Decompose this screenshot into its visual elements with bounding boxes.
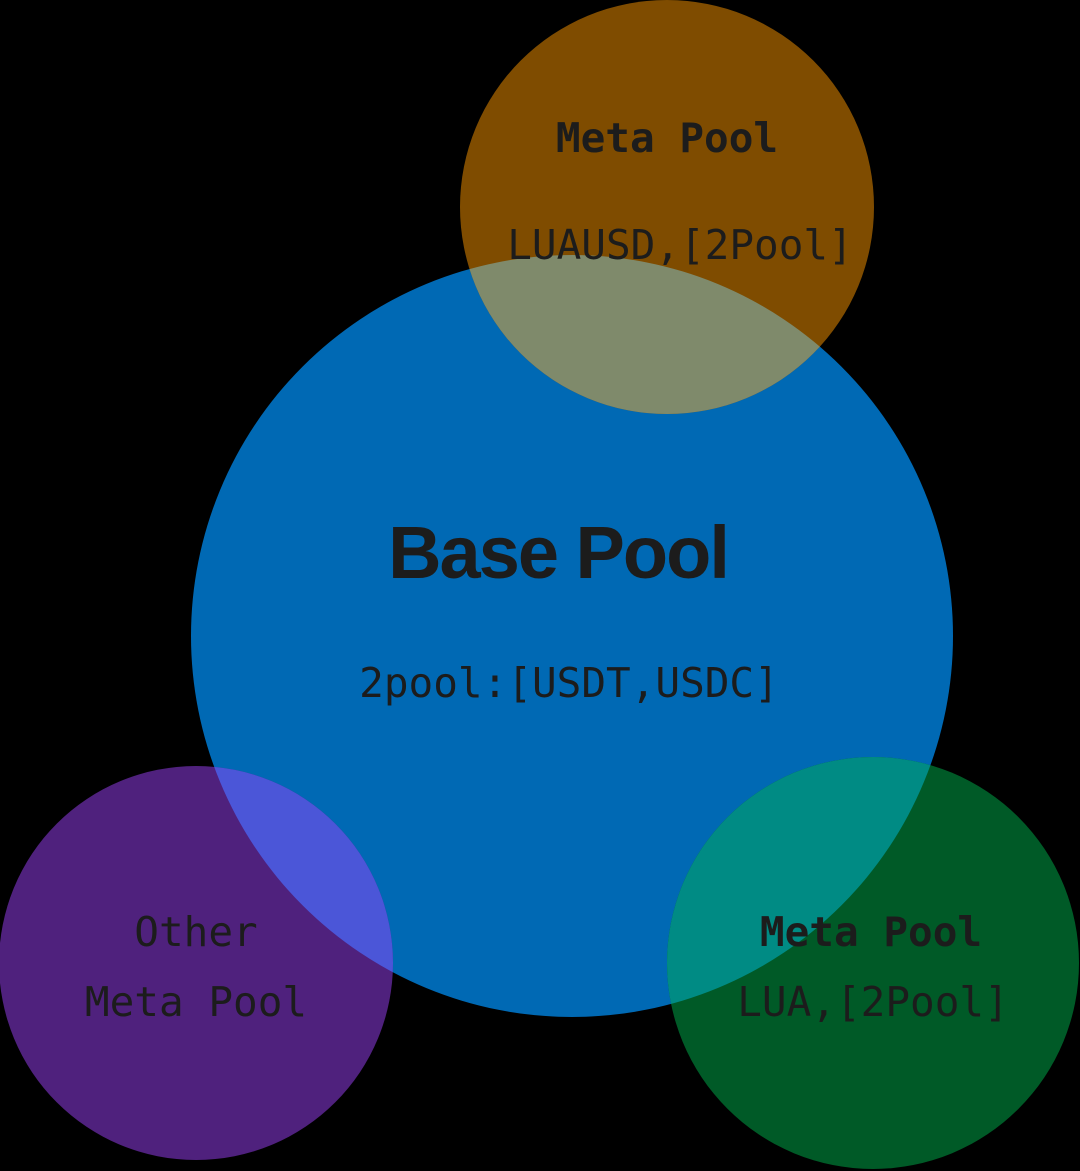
other-meta-pool-line2: Meta Pool bbox=[85, 978, 307, 1026]
meta-pool-bottom-right-title: Meta Pool bbox=[760, 908, 982, 956]
base-pool-subtitle: 2pool:[USDT,USDC] bbox=[359, 659, 779, 707]
base-pool-title: Base Pool bbox=[388, 511, 728, 594]
meta-pool-top-subtitle: LUAUSD,[2Pool] bbox=[507, 221, 853, 269]
meta-pool-top-title: Meta Pool bbox=[556, 114, 778, 162]
meta-pool-bottom-right-subtitle: LUA,[2Pool] bbox=[737, 978, 1009, 1026]
other-meta-pool-line1: Other bbox=[134, 908, 257, 956]
